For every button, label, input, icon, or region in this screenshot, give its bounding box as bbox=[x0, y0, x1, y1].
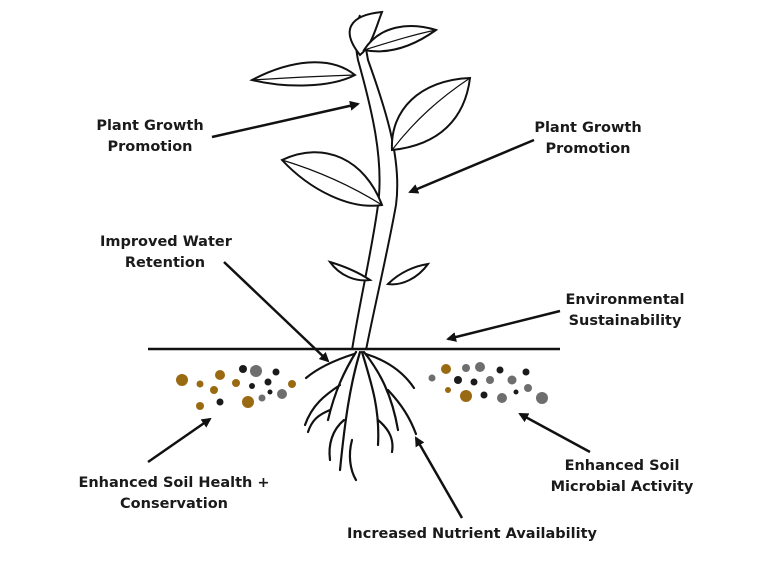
arrow-nutrient bbox=[414, 436, 464, 519]
leaf-veins bbox=[251, 29, 471, 206]
arrow-environment bbox=[446, 309, 561, 342]
arrow-growth-left bbox=[211, 100, 360, 139]
arrows bbox=[147, 100, 591, 519]
soil-particles-right bbox=[428, 362, 548, 404]
leaf-low-right bbox=[385, 262, 431, 286]
roots bbox=[303, 350, 418, 482]
label-nutrient: Increased Nutrient Availability bbox=[347, 526, 597, 542]
label-soil-health: Enhanced Soil Health +Conservation bbox=[78, 475, 270, 512]
arrow-soil-health bbox=[147, 417, 212, 464]
leaf-low-left bbox=[327, 260, 373, 282]
soil-particles-left bbox=[176, 365, 296, 410]
arrow-growth-right bbox=[408, 138, 535, 194]
leaves bbox=[249, 10, 472, 286]
leaf-upper-left bbox=[249, 61, 357, 87]
leaf-right bbox=[390, 76, 472, 152]
arrow-microbial bbox=[518, 412, 591, 454]
arrow-water bbox=[223, 261, 330, 363]
